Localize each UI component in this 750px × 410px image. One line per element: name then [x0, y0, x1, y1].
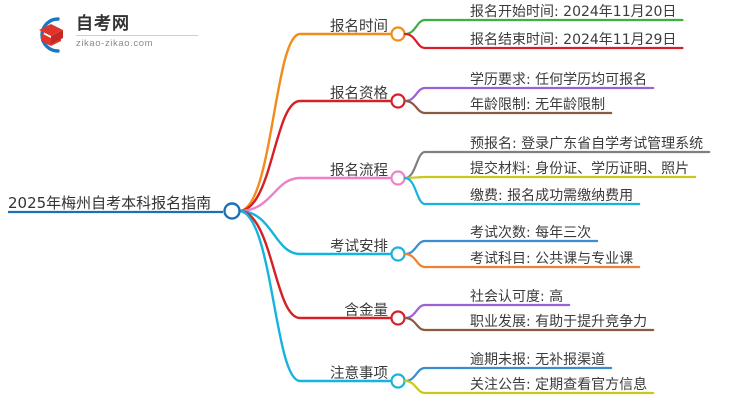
- branch-connector: [237, 209, 392, 383]
- branch-connector: [237, 209, 392, 320]
- leaf-connector: [403, 175, 465, 180]
- leaf-connector: [403, 303, 465, 320]
- branch-label[interactable]: 含金量: [344, 303, 389, 319]
- leaf-label[interactable]: 社会认可度: 高: [470, 289, 564, 305]
- leaf-connector: [403, 239, 465, 256]
- root-node-dot[interactable]: [223, 202, 241, 220]
- branch-label[interactable]: 报名时间: [330, 19, 388, 35]
- logo-divider: [76, 35, 198, 36]
- leaf-connector: [403, 379, 465, 395]
- leaf-label[interactable]: 报名开始时间: 2024年11月20日: [470, 4, 677, 20]
- branch-node-dot[interactable]: [390, 373, 406, 389]
- branch-connector: [237, 32, 392, 213]
- branch-node-dot[interactable]: [390, 170, 406, 186]
- leaf-connector: [403, 99, 465, 115]
- leaf-label[interactable]: 缴费: 报名成功需缴纳费用: [470, 188, 634, 204]
- leaf-connector: [403, 316, 465, 332]
- leaf-label[interactable]: 考试科目: 公共课与专业课: [470, 251, 634, 267]
- leaf-label[interactable]: 考试次数: 每年三次: [470, 225, 592, 241]
- logo-title: 自考网: [76, 14, 130, 34]
- leaf-label[interactable]: 提交材料: 身份证、学历证明、照片: [470, 161, 690, 177]
- leaf-label[interactable]: 学历要求: 任何学历均可报名: [470, 72, 648, 88]
- leaf-label[interactable]: 报名结束时间: 2024年11月29日: [470, 32, 677, 48]
- branch-label[interactable]: 报名流程: [330, 163, 388, 179]
- branch-node-dot[interactable]: [390, 93, 406, 109]
- logo-text: 自考网 zikao-zikao.com: [76, 14, 206, 49]
- leaf-connector: [403, 18, 465, 36]
- branch-node-dot[interactable]: [390, 310, 406, 326]
- branch-label[interactable]: 注意事项: [330, 366, 388, 382]
- leaf-label[interactable]: 年龄限制: 无年龄限制: [470, 97, 606, 113]
- branch-label[interactable]: 考试安排: [330, 239, 388, 255]
- leaf-connector: [403, 150, 465, 180]
- branch-node-dot[interactable]: [390, 26, 406, 42]
- leaf-connector: [403, 176, 465, 206]
- logo-mark-icon: [39, 17, 63, 53]
- branch-node-dot[interactable]: [390, 246, 406, 262]
- branch-connector: [237, 209, 392, 256]
- branch-connector: [237, 99, 392, 213]
- leaf-label[interactable]: 预报名: 登录广东省自学考试管理系统: [470, 136, 704, 152]
- branch-connector: [237, 176, 392, 213]
- leaf-connector: [403, 32, 465, 50]
- leaf-connector: [403, 366, 465, 383]
- site-logo: 自考网 zikao-zikao.com: [28, 12, 208, 58]
- leaf-label[interactable]: 关注公告: 定期查看官方信息: [470, 377, 648, 393]
- logo-domain: zikao-zikao.com: [76, 38, 154, 49]
- branch-label[interactable]: 报名资格: [330, 86, 388, 102]
- root-node-label[interactable]: 2025年梅州自考本科报名指南: [8, 194, 212, 212]
- leaf-label[interactable]: 职业发展: 有助于提升竞争力: [470, 314, 648, 330]
- leaf-connector: [403, 252, 465, 269]
- leaf-label[interactable]: 逾期未报: 无补报渠道: [470, 352, 606, 368]
- leaf-connector: [403, 86, 465, 103]
